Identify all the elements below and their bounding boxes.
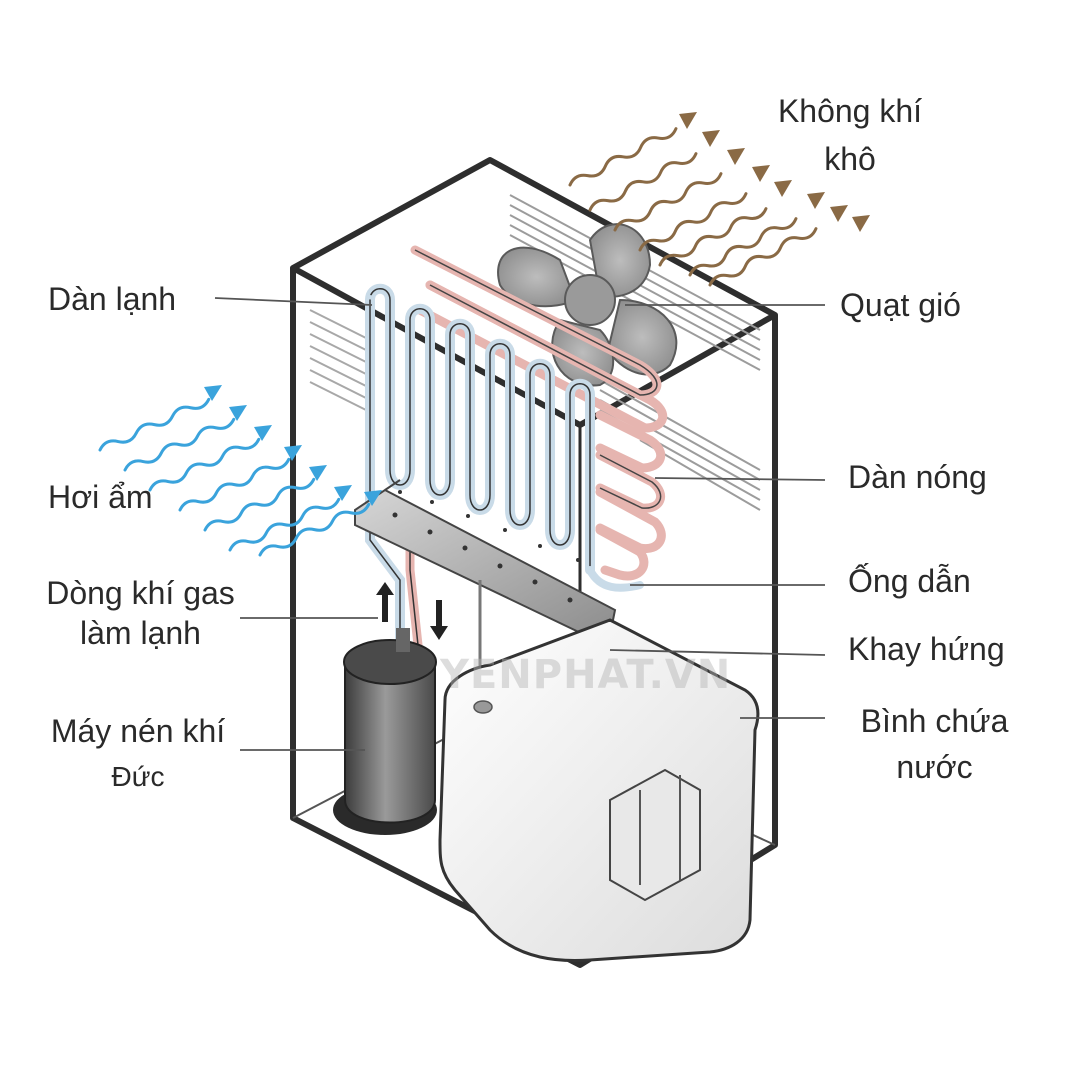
label-gas-flow: Dòng khí gas làm lạnh: [28, 574, 253, 652]
front-vents: [309, 309, 371, 413]
label-dry-air: Không khí khô: [760, 92, 940, 178]
label-water-tank: Bình chứa nước: [842, 702, 1027, 786]
label-compressor-line1: Máy nén khí: [50, 713, 226, 749]
water-droplets: [392, 490, 580, 603]
label-drip-tray: Khay hứng: [848, 631, 1005, 667]
label-water-tank-line2: nước: [896, 749, 973, 785]
label-fan: Quạt gió: [840, 287, 961, 323]
dry-air-arrows: [568, 127, 818, 287]
label-gas-flow-line2: làm lạnh: [80, 615, 201, 651]
label-water-tank-line1: Bình chứa: [860, 703, 1009, 739]
label-dry-air-line2: khô: [824, 141, 876, 177]
label-humid-air: Hơi ẩm: [48, 479, 153, 515]
compressor-icon: [333, 628, 437, 835]
watermark: YENPHAT.VN: [440, 652, 732, 698]
humid-air-arrows: [98, 397, 371, 557]
dry-air-arrowheads: [679, 112, 870, 232]
humid-air-arrowheads: [204, 385, 382, 506]
label-hot-coil: Dàn nóng: [848, 459, 987, 495]
leader-lines: [214, 297, 826, 751]
cold-coil-outline: [369, 288, 591, 570]
down-arrow-icon: [430, 600, 448, 640]
label-gas-flow-line1: Dòng khí gas: [46, 575, 235, 611]
water-tank-icon: [438, 618, 760, 963]
label-compressor-line2: Đức: [111, 761, 165, 792]
label-cold-coil: Dàn lạnh: [48, 281, 177, 317]
label-dry-air-line1: Không khí: [777, 93, 923, 129]
up-arrow-icon: [376, 582, 394, 622]
label-compressor: Máy nén khí Đức: [28, 712, 248, 796]
label-pipe: Ống dẫn: [848, 563, 971, 599]
hot-coil-outline: [414, 249, 662, 509]
